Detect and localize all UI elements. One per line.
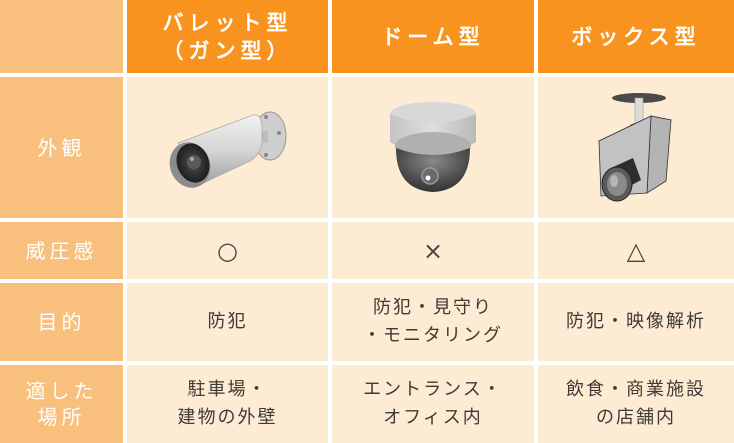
- bullet-camera-icon: [158, 103, 298, 193]
- column-header-box: ボックス型: [538, 0, 734, 73]
- purpose-box-cell: 防犯・映像解析: [538, 283, 734, 361]
- intimidation-bullet-cell: ○: [127, 222, 328, 279]
- location-dome-cell: エントランス・ オフィス内: [332, 365, 534, 443]
- intimidation-box-cell: △: [538, 222, 734, 279]
- column-header-dome: ドーム型: [332, 0, 534, 73]
- row-header-appearance: 外観: [0, 77, 123, 218]
- purpose-box-line1: 防犯・映像解析: [566, 311, 706, 332]
- row-header-location: 適した 場所: [0, 365, 123, 443]
- column-header-bullet-line1: バレット型: [162, 10, 293, 35]
- column-header-bullet-line2: （ガン型）: [162, 38, 293, 63]
- location-bullet-line1: 駐車場・: [187, 379, 268, 400]
- circle-mark-icon: ○: [217, 236, 238, 265]
- triangle-mark-icon: △: [626, 236, 646, 265]
- location-box-line2: の店舗内: [596, 407, 676, 428]
- row-header-purpose: 目的: [0, 283, 123, 361]
- row-header-purpose-label: 目的: [37, 310, 86, 334]
- location-bullet-line2: 建物の外壁: [177, 407, 278, 428]
- purpose-dome-line2: ・モニタリング: [363, 325, 503, 346]
- row-header-location-line1: 適した: [25, 379, 98, 403]
- box-camera-icon: [581, 88, 691, 208]
- row-header-intimidation-label: 威圧感: [25, 238, 98, 263]
- table-corner: [0, 0, 123, 73]
- dome-camera-icon: [378, 98, 488, 198]
- appearance-box-cell: [538, 77, 734, 218]
- location-bullet-cell: 駐車場・ 建物の外壁: [127, 365, 328, 443]
- cross-mark-icon: ×: [422, 236, 444, 265]
- purpose-bullet-cell: 防犯: [127, 283, 328, 361]
- purpose-dome-line1: 防犯・見守り: [373, 297, 493, 318]
- purpose-dome-cell: 防犯・見守り ・モニタリング: [332, 283, 534, 361]
- row-header-intimidation: 威圧感: [0, 222, 123, 279]
- row-header-appearance-label: 外観: [37, 135, 86, 160]
- location-dome-line2: オフィス内: [383, 407, 483, 428]
- appearance-dome-cell: [332, 77, 534, 218]
- location-box-cell: 飲食・商業施設 の店舗内: [538, 365, 734, 443]
- appearance-bullet-cell: [127, 77, 328, 218]
- intimidation-dome-cell: ×: [332, 222, 534, 279]
- location-dome-line1: エントランス・: [363, 379, 503, 400]
- column-header-box-label: ボックス型: [571, 24, 701, 49]
- purpose-bullet-line1: 防犯: [207, 311, 248, 332]
- row-header-location-line2: 場所: [37, 405, 86, 429]
- column-header-bullet: バレット型 （ガン型）: [127, 0, 328, 73]
- column-header-dome-label: ドーム型: [381, 24, 485, 49]
- location-box-line1: 飲食・商業施設: [566, 379, 706, 400]
